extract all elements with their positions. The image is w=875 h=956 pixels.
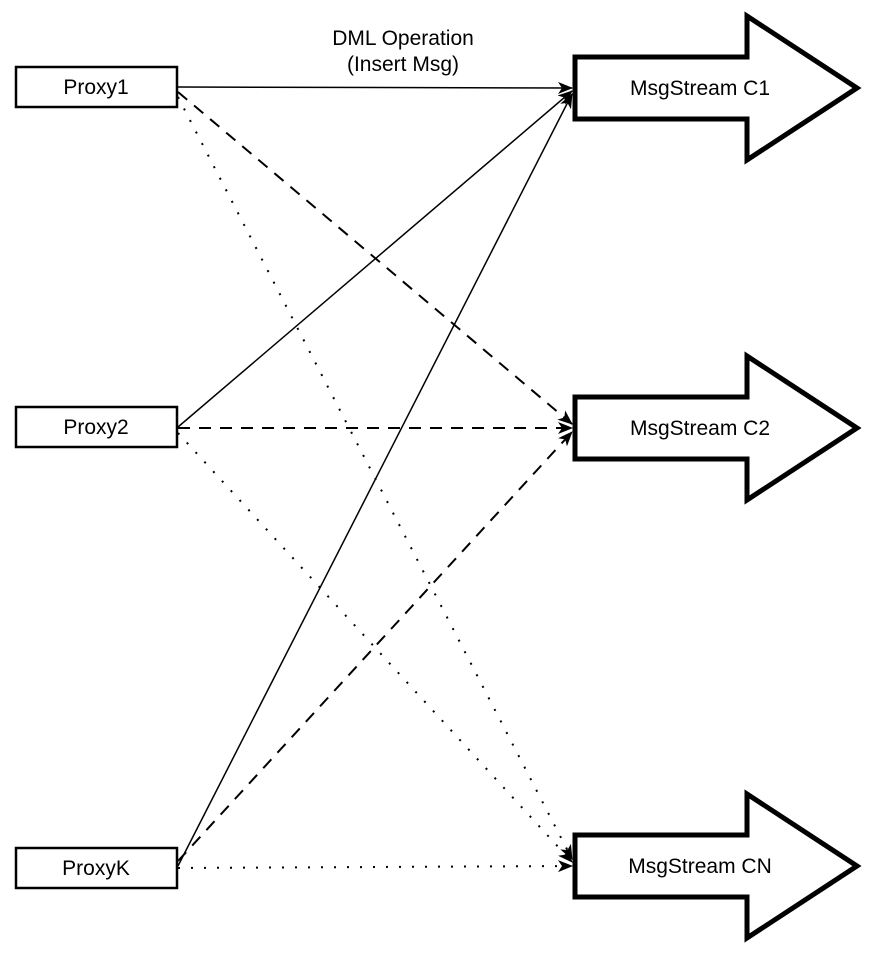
msgstream-c1-label: MsgStream C1 xyxy=(630,77,770,100)
proxyk-label: ProxyK xyxy=(62,857,130,880)
msgstream-c2-label: MsgStream C2 xyxy=(630,417,770,440)
msgstream-c1-arrow xyxy=(572,11,862,165)
proxy1-label: Proxy1 xyxy=(63,76,128,99)
node-proxyk: ProxyK xyxy=(14,846,179,890)
edge-proxyk-cn-dotted xyxy=(177,860,573,873)
msgstream-cn-arrow xyxy=(572,789,862,943)
node-msgstream-cn: MsgStream CN xyxy=(572,789,862,943)
node-msgstream-c1: MsgStream C1 xyxy=(572,11,862,165)
edges-dashed xyxy=(177,91,573,862)
proxyk-box xyxy=(14,846,179,890)
annotation-line2: (Insert Msg) xyxy=(347,53,459,76)
edges-solid xyxy=(177,81,573,867)
annotation-line1: DML Operation xyxy=(332,27,474,50)
proxy1-box xyxy=(14,65,179,109)
node-proxy1: Proxy1 xyxy=(14,65,179,109)
edge-proxy1-c2-dashed xyxy=(177,91,573,425)
node-msgstream-c2: MsgStream C2 xyxy=(572,351,862,505)
node-proxy2: Proxy2 xyxy=(14,405,179,449)
msgstream-c2-arrow xyxy=(572,351,862,505)
proxy2-label: Proxy2 xyxy=(63,416,128,439)
edge-proxy1-c1-solid xyxy=(177,81,573,94)
edges-dotted xyxy=(177,96,573,873)
edge-proxyk-c2-dashed xyxy=(177,431,573,862)
proxy2-box xyxy=(14,405,179,449)
edge-annotation: DML Operation (Insert Msg) xyxy=(332,27,474,76)
msgstream-cn-label: MsgStream CN xyxy=(628,855,772,878)
